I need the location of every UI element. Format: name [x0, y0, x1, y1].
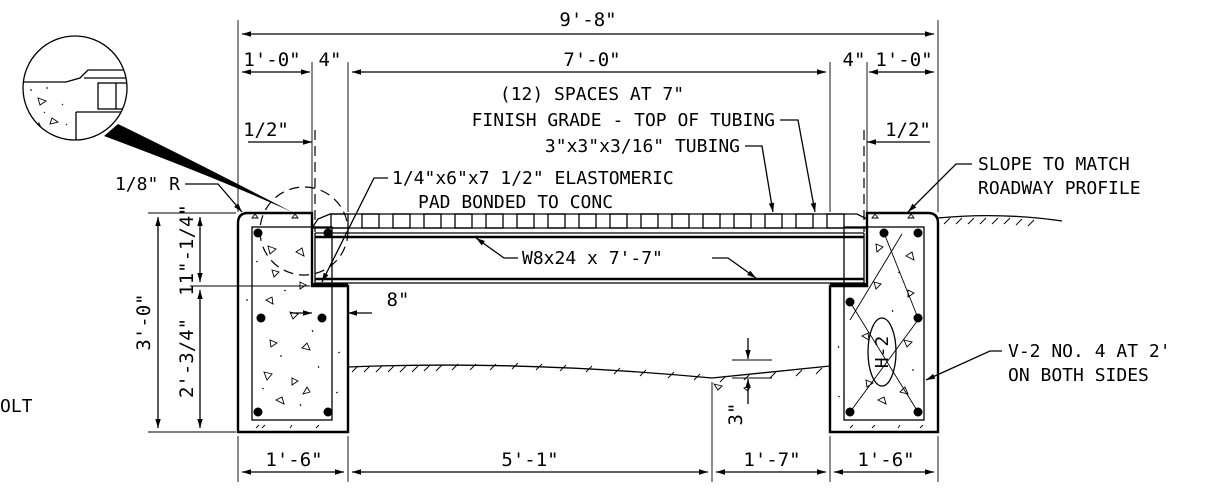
- dim-upper-height: 11"-1/4": [176, 204, 198, 296]
- dim-left-half-inch: 1/2": [243, 119, 289, 141]
- note-finish-grade: FINISH GRADE - TOP OF TUBING: [472, 110, 775, 131]
- dim-ground-drop: 3": [725, 403, 747, 426]
- note-pad-line2: PAD BONDED TO CONC: [418, 192, 613, 213]
- dim-overall-width: 9'-8": [559, 9, 616, 31]
- left-rebar-dots: [253, 228, 333, 417]
- dim-left-offset: 4": [319, 49, 342, 71]
- elastomeric-pad-right: [830, 283, 867, 287]
- dim-right-half-inch: 1/2": [885, 119, 931, 141]
- right-rebar-dots: [845, 228, 923, 417]
- dim-right-clear-base: 1'-7": [743, 449, 800, 471]
- notes: (12) SPACES AT 7" FINISH GRADE - TOP OF …: [0, 84, 1171, 417]
- elastomeric-pad-left: [312, 283, 348, 287]
- top-dimensions: 9'-8" 1'-0" 4" 7'-0" 4" 1'-0" 1/2" 1/2": [237, 9, 939, 232]
- dim-right-offset: 4": [843, 49, 866, 71]
- note-rebar-line2: ON BOTH SIDES: [1008, 365, 1149, 386]
- note-rebar-line1: V-2 NO. 4 AT 2': [1008, 341, 1171, 362]
- bottom-dimensions: 1'-6" 5'-1" 1'-7" 1'-6": [237, 382, 939, 482]
- note-tubing: 3"x3"x3/16" TUBING: [545, 136, 740, 157]
- left-abutment: [236, 211, 350, 434]
- dim-total-height: 3'-0": [133, 293, 155, 350]
- detail-reference-circle: [259, 186, 349, 276]
- note-slope-line2: ROADWAY PROFILE: [978, 178, 1141, 199]
- dim-clear-span-top: 7'-0": [563, 49, 620, 71]
- dim-left-abut-top: 1'-0": [243, 49, 300, 71]
- ground-drop-dimension: 3": [725, 338, 772, 425]
- w8x24-beam: [314, 232, 865, 284]
- dim-right-abut-top: 1'-0": [875, 49, 932, 71]
- note-pad-line1: 1/4"x6"x7 1/2" ELASTOMERIC: [392, 168, 674, 189]
- dim-bearing-offset: 8": [387, 289, 410, 311]
- note-cut-off: OLT: [0, 396, 33, 417]
- dim-left-abut-base: 1'-6": [265, 449, 322, 471]
- vertical-dimensions: 3'-0" 11"-1/4" 2'-3/4": [133, 204, 310, 433]
- dim-right-abut-base: 1'-6": [857, 449, 914, 471]
- right-abutment: H-2: [828, 211, 940, 434]
- detail-callout: [22, 35, 292, 212]
- ground-lines: [347, 214, 1063, 392]
- hoop-label: H-2: [872, 336, 893, 369]
- bearing-dimension: 8": [290, 289, 410, 316]
- dim-lower-height: 2'-3/4": [176, 318, 198, 398]
- deck: [311, 213, 868, 287]
- note-beam: W8x24 x 7'-7": [522, 248, 663, 269]
- dim-clear-span-base: 5'-1": [501, 449, 558, 471]
- tubing-bars: [330, 213, 845, 229]
- note-slope-line1: SLOPE TO MATCH: [978, 154, 1130, 175]
- note-spaces: (12) SPACES AT 7": [500, 84, 684, 105]
- note-radius: 1/8" R: [115, 174, 180, 195]
